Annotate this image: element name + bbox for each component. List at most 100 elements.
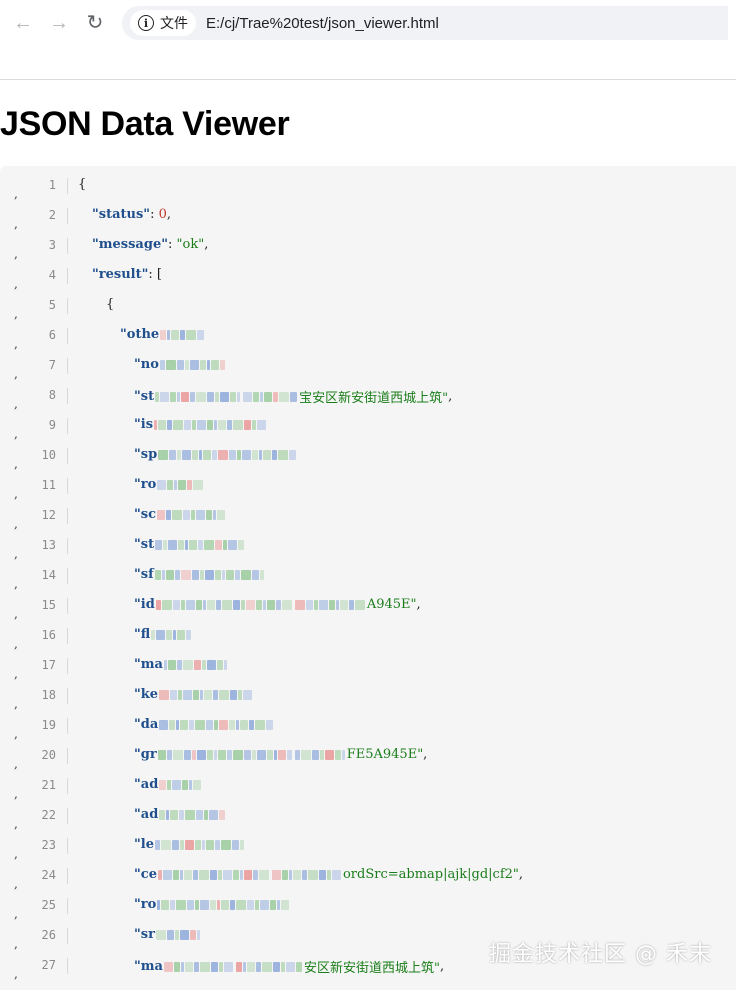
line-separator-mark: ,: [14, 787, 18, 801]
redacted-text: [163, 658, 228, 672]
arrow-left-icon[interactable]: ←: [13, 12, 33, 34]
line-number: 18: [41, 688, 56, 702]
reload-icon[interactable]: ↻: [86, 12, 104, 34]
line-number: 3: [48, 238, 56, 252]
json-key: "fl: [134, 627, 151, 642]
redacted-text: [157, 748, 293, 762]
redacted-text: [163, 960, 234, 974]
redacted-text: [159, 358, 226, 372]
code-text: "sf: [134, 567, 266, 582]
redacted-text: [159, 808, 226, 822]
code-text: "sp: [134, 447, 298, 462]
json-value: {: [106, 297, 115, 312]
json-key: "st: [134, 537, 155, 552]
line-separator-mark: ,: [14, 757, 18, 771]
line-separator-mark: ,: [14, 307, 18, 321]
watermark: 掘金技术社区 @ 禾末: [489, 942, 712, 967]
gutter-divider: [67, 778, 68, 794]
code-line: 6"othe,: [0, 322, 736, 352]
line-separator-mark: ,: [14, 487, 18, 501]
gutter-divider: [67, 748, 68, 764]
code-text: "st: [134, 537, 246, 552]
json-key: "gr: [134, 747, 157, 762]
code-line: 22"ad,: [0, 802, 736, 832]
json-key: "ce: [134, 867, 157, 882]
gutter-divider: [67, 658, 68, 674]
line-separator-mark: ,: [14, 907, 18, 921]
gutter-divider: [67, 328, 68, 344]
line-number: 17: [41, 658, 56, 672]
json-key: "sr: [134, 927, 155, 942]
json-key: "st: [134, 389, 155, 404]
redacted-text: [235, 960, 303, 974]
json-value: 0: [158, 207, 167, 222]
json-key: "no: [134, 357, 159, 372]
code-text: "is: [134, 417, 268, 432]
line-number: 2: [48, 208, 56, 222]
json-key: "status": [92, 207, 151, 222]
json-key: "ad: [134, 807, 159, 822]
line-separator-mark: ,: [14, 727, 18, 741]
json-key: "ma: [134, 657, 163, 672]
code-text: "da: [134, 717, 275, 732]
gutter-divider: [67, 508, 68, 524]
line-number: 23: [41, 838, 56, 852]
redacted-text: [243, 390, 298, 404]
gutter-divider: [67, 478, 68, 494]
json-value: "ok": [176, 237, 205, 252]
line-number: 9: [48, 418, 56, 432]
line-number: 24: [41, 868, 56, 882]
json-key: "sc: [134, 507, 157, 522]
gutter-divider: [67, 208, 68, 224]
gutter-divider: [67, 358, 68, 374]
json-key: "sf: [134, 567, 154, 582]
redacted-text: [271, 868, 342, 882]
code-line: 16"fl,: [0, 622, 736, 652]
code-line: 9"is,: [0, 412, 736, 442]
line-separator-mark: ,: [14, 517, 18, 531]
line-separator-mark: ,: [14, 967, 18, 981]
info-icon: i: [138, 15, 154, 31]
code-line: 13"st,: [0, 532, 736, 562]
line-number: 27: [41, 958, 56, 972]
json-key: "ro: [134, 897, 157, 912]
gutter-divider: [67, 448, 68, 464]
line-number: 26: [41, 928, 56, 942]
site-info-chip[interactable]: i 文件: [130, 10, 196, 36]
redacted-text: [155, 538, 245, 552]
gutter-divider: [67, 808, 68, 824]
gutter-divider: [67, 268, 68, 284]
redacted-text: [159, 688, 253, 702]
code-line: 19"da,: [0, 712, 736, 742]
line-separator-mark: ,: [14, 697, 18, 711]
line-separator-mark: ,: [14, 937, 18, 951]
gutter-divider: [67, 238, 68, 254]
address-bar[interactable]: i 文件 E:/cj/Trae%20test/json_viewer.html: [122, 6, 728, 40]
gutter-divider: [67, 388, 68, 404]
json-value: 宝安区新安街道西城上筑": [299, 391, 449, 406]
code-text: "no: [134, 357, 227, 372]
line-number: 4: [48, 268, 56, 282]
line-separator-mark: ,: [14, 247, 18, 261]
json-value: [: [156, 267, 162, 282]
arrow-right-icon[interactable]: →: [49, 12, 69, 34]
code-line: 17"ma,: [0, 652, 736, 682]
redacted-text: [159, 718, 274, 732]
json-key: "result": [92, 267, 149, 282]
gutter-divider: [67, 958, 68, 974]
line-number: 5: [48, 298, 56, 312]
json-key: "ma: [134, 959, 163, 974]
line-number: 1: [48, 178, 56, 192]
redacted-text: [159, 778, 202, 792]
url-text[interactable]: E:/cj/Trae%20test/json_viewer.html: [206, 14, 439, 32]
json-key: "othe: [120, 327, 160, 342]
code-text: "message": "ok",: [92, 237, 209, 252]
code-line: 25"ro,: [0, 892, 736, 922]
code-line: 5 {,: [0, 292, 736, 322]
code-text: {: [78, 177, 86, 192]
redacted-text: [294, 748, 346, 762]
redacted-text: [154, 418, 267, 432]
code-line: 26 "sr,: [0, 922, 736, 952]
